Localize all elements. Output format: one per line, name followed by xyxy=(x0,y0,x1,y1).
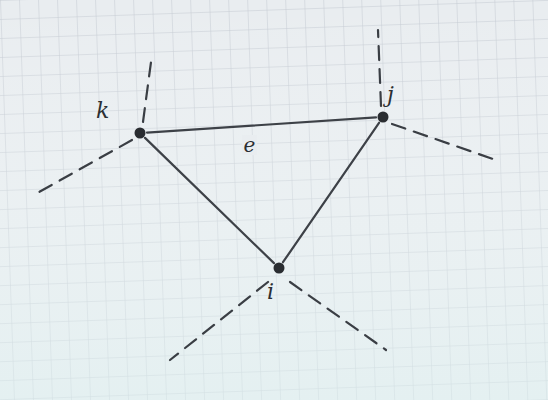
graph-edge xyxy=(145,138,274,263)
edge-label: e xyxy=(242,135,258,155)
vertex-dot xyxy=(376,110,390,124)
graph-vertex: j xyxy=(376,110,390,124)
dashed-half-edges xyxy=(32,30,496,360)
vertex-label: j xyxy=(387,84,394,106)
graph-vertex: k xyxy=(133,126,147,140)
vertex-label: i xyxy=(267,281,274,303)
graph-edge xyxy=(283,123,379,262)
vertex-dot xyxy=(272,261,286,275)
vertex-dot xyxy=(133,126,147,140)
vertex-label: k xyxy=(96,100,109,122)
graph-edge xyxy=(147,117,376,132)
graph-vertex: i xyxy=(272,261,286,275)
